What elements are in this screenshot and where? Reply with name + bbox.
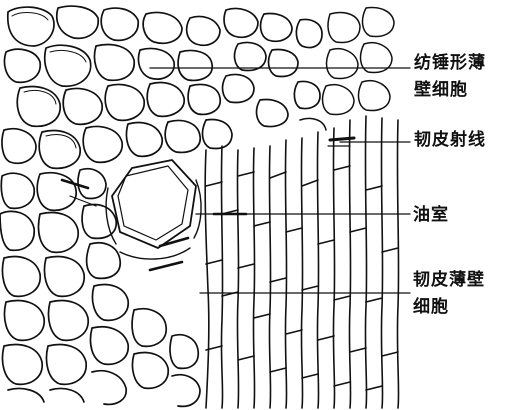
label-line: 韧皮射线	[414, 130, 486, 150]
label-line: 壁细胞	[414, 80, 468, 100]
label-line: 韧皮薄壁	[413, 270, 485, 290]
leader-lines	[149, 67, 411, 294]
label-line: 纺锤形薄	[414, 53, 486, 73]
label-phloem-parenchyma: 韧皮薄壁 细胞	[413, 267, 485, 321]
phloem-cells	[204, 115, 400, 409]
label-line: 细胞	[413, 297, 449, 317]
label-phloem-ray: 韧皮射线	[414, 127, 486, 154]
upper-right-cells	[299, 6, 395, 131]
cortex-cells	[1, 5, 323, 170]
label-oil-chamber: 油室	[413, 202, 449, 229]
lower-left-cells	[0, 167, 201, 408]
label-line: 油室	[413, 205, 449, 225]
label-fusiform-parenchyma: 纺锤形薄 壁细胞	[414, 50, 486, 104]
oil-chamber	[105, 159, 202, 260]
